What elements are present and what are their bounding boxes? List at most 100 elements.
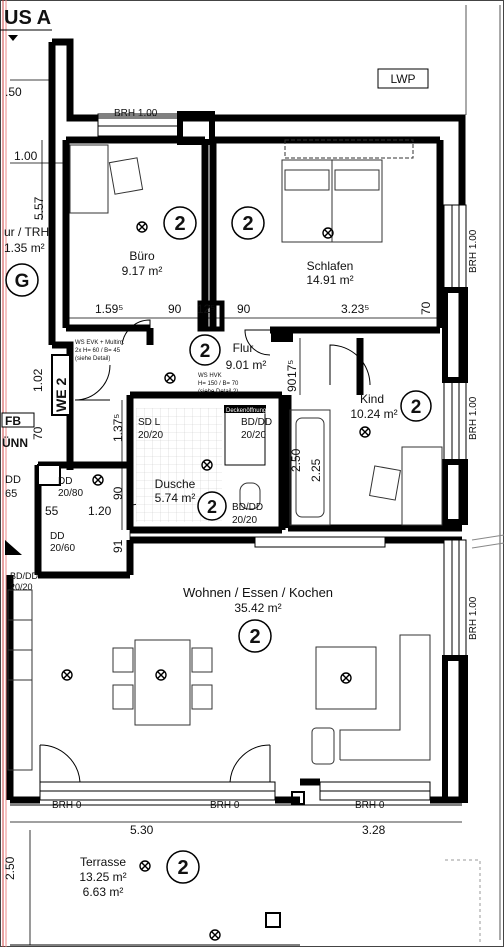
- fb-tag: FB: [5, 414, 21, 428]
- ws-hvk-1: WS HVK: [198, 373, 222, 379]
- dim-90a: 90: [168, 302, 182, 316]
- ws-evk-2: 2x H= 60 / B= 45: [75, 348, 121, 354]
- lwp-label: LWP: [390, 72, 415, 86]
- dim-55: 55: [45, 504, 59, 518]
- deckenoeffnung-bar: [224, 405, 266, 413]
- brh-east-2: BRH 1.00: [468, 396, 479, 440]
- dusche-area: 5.74 m²: [155, 491, 196, 505]
- dim-050: .50: [5, 85, 22, 99]
- dim-557: 5.57: [32, 196, 46, 220]
- coffee-table: [315, 646, 377, 710]
- left-hatch-strip: [2, 0, 7, 947]
- dusche-name: Dusche: [155, 477, 196, 491]
- flur-area: 9.01 m²: [226, 358, 267, 372]
- dim-530: 5.30: [130, 823, 154, 837]
- buero-name: Büro: [129, 249, 155, 263]
- dim-1375: 1.37⁵: [111, 414, 125, 442]
- ws-hvk-3: (siehe Detail 2): [198, 389, 238, 395]
- dd-2: DD: [50, 531, 64, 542]
- toilet: [239, 482, 261, 510]
- we2-tag: WE 2: [53, 378, 69, 412]
- left-room-area: 1.35 m²: [4, 241, 45, 255]
- wohnen-area: 35.42 m²: [234, 601, 281, 615]
- terrasse-area-2: 6.63 m²: [83, 885, 124, 899]
- dim-250-terrace: 2.50: [3, 856, 17, 880]
- dd-1: DD: [58, 476, 72, 487]
- ws-evk-3: (siehe Detail): [75, 356, 110, 362]
- brh-east-3: BRH 1.00: [468, 596, 479, 640]
- light-fixtures: [61, 221, 371, 941]
- dim-3235: 3.23⁵: [341, 302, 369, 316]
- dim-225: 2.25: [309, 458, 323, 482]
- dd-2-val: 20/60: [50, 543, 75, 554]
- wohnen-unit: 2: [249, 626, 260, 648]
- dd-3: DD: [5, 474, 21, 486]
- dim-328: 3.28: [362, 823, 386, 837]
- buero-area: 9.17 m²: [122, 264, 163, 278]
- kind-area: 10.24 m²: [350, 407, 397, 421]
- desk: [69, 144, 109, 214]
- bddd-3: BD/DD: [10, 571, 39, 581]
- dim-100: 1.00: [14, 149, 38, 163]
- dim-65: 65: [5, 488, 17, 500]
- brh-south-2: BRH 0: [210, 800, 240, 811]
- terrasse-area-1: 13.25 m²: [79, 870, 126, 884]
- sofa: [339, 634, 431, 761]
- bddd-1-val: 20/20: [241, 430, 266, 441]
- dining-table: [134, 639, 191, 726]
- left-room-name: ur / TRH: [4, 225, 49, 239]
- dim-175: 17⁵: [285, 360, 299, 378]
- brh-top: BRH 1.00: [114, 108, 158, 119]
- schlafen-unit: 2: [242, 213, 253, 235]
- exterior-lines: [445, 5, 504, 945]
- bddd-3-val: 20/20: [10, 582, 33, 592]
- kids-chair: [369, 465, 401, 501]
- walls: [6, 38, 466, 804]
- room-unit-markers: [5, 206, 432, 884]
- gnn-tag: ÜNN: [2, 435, 28, 450]
- sdl: SD L: [138, 417, 161, 428]
- g-tag: G: [15, 271, 30, 292]
- dd-1-val: 20/80: [58, 488, 83, 499]
- wohnen-name: Wohnen / Essen / Kochen: [183, 585, 333, 600]
- dim-90d: 90: [285, 378, 299, 392]
- bddd-2: BD/DD: [232, 502, 263, 513]
- title-fragment: US A: [4, 7, 51, 29]
- office-chair: [108, 157, 144, 195]
- dim-125: 12⁵: [197, 302, 215, 316]
- schlafen-area: 14.91 m²: [306, 273, 353, 287]
- deckenoeffnung-label: Deckenöffnung: [226, 408, 266, 414]
- ws-evk-1: WS EVK + Multim.: [75, 340, 125, 346]
- bddd-2-val: 20/20: [232, 515, 257, 526]
- dim-70b: 70: [31, 426, 45, 440]
- brh-south-3: BRH 0: [355, 800, 385, 811]
- dim-102: 1.02: [31, 368, 45, 392]
- dim-1595: 1.59⁵: [95, 302, 123, 316]
- buero-unit: 2: [174, 213, 185, 235]
- lwp-box: [377, 68, 429, 89]
- brh-east-1: BRH 1.00: [468, 229, 479, 273]
- brh-south-1: BRH 0: [52, 800, 82, 811]
- kind-unit: 2: [411, 397, 422, 418]
- dim-70a: 70: [419, 301, 433, 315]
- dim-120: 1.20: [88, 504, 112, 518]
- terrace: [10, 791, 462, 946]
- kind-name: Kind: [360, 392, 384, 406]
- ws-hvk-2: H= 150 / B= 70: [198, 381, 239, 387]
- flur-name: Flur: [233, 341, 254, 355]
- dusche-unit: 2: [207, 497, 217, 517]
- dim-250: 2.50: [289, 448, 303, 472]
- bddd-1: BD/DD: [241, 417, 272, 428]
- windows: [39, 115, 467, 801]
- sdl-val: 20/20: [138, 430, 163, 441]
- terrasse-unit: 2: [177, 857, 188, 879]
- dim-90b: 90: [237, 302, 251, 316]
- dimension-lines: [10, 79, 462, 945]
- dim-91: 91: [111, 539, 125, 553]
- dim-90c: 90: [111, 486, 125, 500]
- schlafen-name: Schlafen: [307, 259, 354, 273]
- bathtub: [289, 409, 331, 526]
- kids-desk: [401, 446, 443, 526]
- flur-unit: 2: [200, 341, 211, 362]
